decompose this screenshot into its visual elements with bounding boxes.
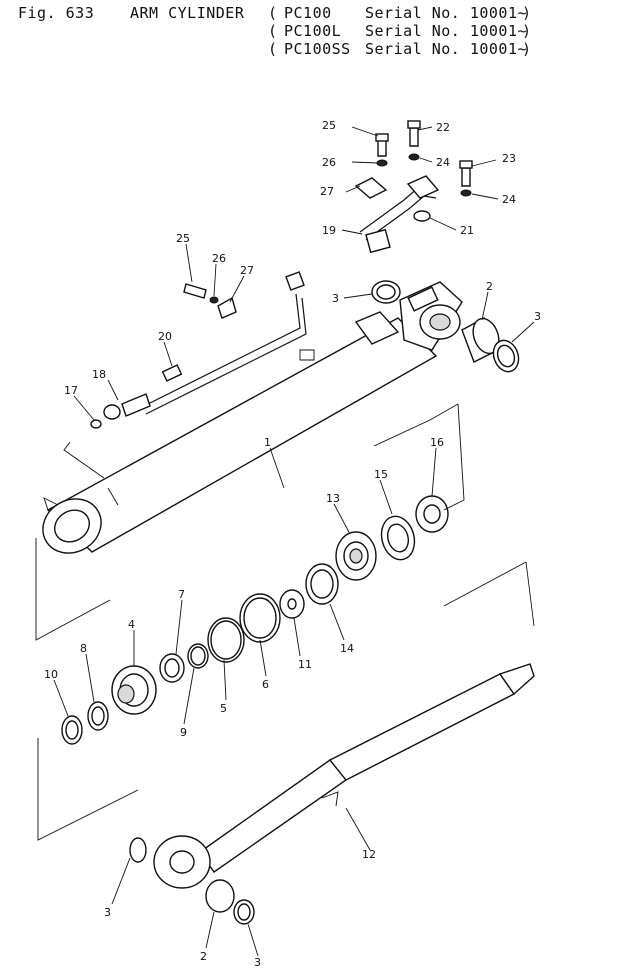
callout-25: 25 (322, 119, 336, 132)
callout-3: 3 (254, 956, 261, 968)
callout-4: 4 (128, 618, 135, 631)
callout-23: 23 (502, 152, 516, 165)
figure-header: Fig. 633 ARM CYLINDER ( PC100 Serial No.… (18, 4, 532, 58)
model-serial-2: Serial No. 10001~ (365, 22, 528, 40)
callout-14: 14 (340, 642, 354, 655)
piston-rod (153, 663, 535, 889)
callout-2: 2 (200, 950, 207, 963)
callout-25: 25 (176, 232, 190, 245)
callout-10: 10 (44, 668, 58, 681)
pipe-assembly-top (354, 120, 473, 254)
callout-27: 27 (240, 264, 254, 277)
callout-5: 5 (220, 702, 227, 715)
model-serial-1: Serial No. 10001~ (365, 4, 528, 22)
piston-parts-lower (61, 593, 281, 745)
callout-12: 12 (362, 848, 376, 861)
callout-3: 3 (534, 310, 541, 323)
callout-2: 2 (486, 280, 493, 293)
bushing-top (461, 317, 500, 363)
cylinder-tube (42, 281, 463, 554)
callout-11: 11 (298, 658, 312, 671)
figure-number: Fig. 633 (18, 4, 95, 22)
callout-15: 15 (374, 468, 388, 481)
callout-labels: 25 22 26 24 23 27 24 19 21 3 2 3 25 26 2… (44, 119, 541, 968)
frame-lines (35, 403, 535, 841)
callout-22: 22 (436, 121, 450, 134)
callout-1: 1 (264, 436, 271, 449)
callout-9: 9 (180, 726, 187, 739)
callout-6: 6 (262, 678, 269, 691)
callout-27: 27 (320, 185, 334, 198)
callout-24: 24 (502, 193, 516, 206)
pipe-assembly-side (90, 271, 307, 429)
piston-parts-upper (279, 495, 449, 619)
callout-16: 16 (430, 436, 444, 449)
callout-17: 17 (64, 384, 78, 397)
callout-21: 21 (460, 224, 474, 237)
callout-8: 8 (80, 642, 87, 655)
callout-7: 7 (178, 588, 185, 601)
callout-18: 18 (92, 368, 106, 381)
model-name-3: PC100SS (284, 40, 351, 58)
model-name-1: PC100 (284, 4, 332, 22)
callout-24: 24 (436, 156, 450, 169)
callout-19: 19 (322, 224, 336, 237)
bushing-lower (205, 879, 235, 913)
model-serial-3: Serial No. 10001~ (365, 40, 528, 58)
callout-3: 3 (104, 906, 111, 919)
figure-title: ARM CYLINDER (130, 4, 245, 22)
callout-3: 3 (332, 292, 339, 305)
callout-20: 20 (158, 330, 172, 343)
callout-26: 26 (322, 156, 336, 169)
model-name-2: PC100L (284, 22, 342, 40)
callout-13: 13 (326, 492, 340, 505)
dust-seal-ring-lower-left (129, 837, 147, 863)
callout-26: 26 (212, 252, 226, 265)
leader-lines (53, 126, 535, 957)
